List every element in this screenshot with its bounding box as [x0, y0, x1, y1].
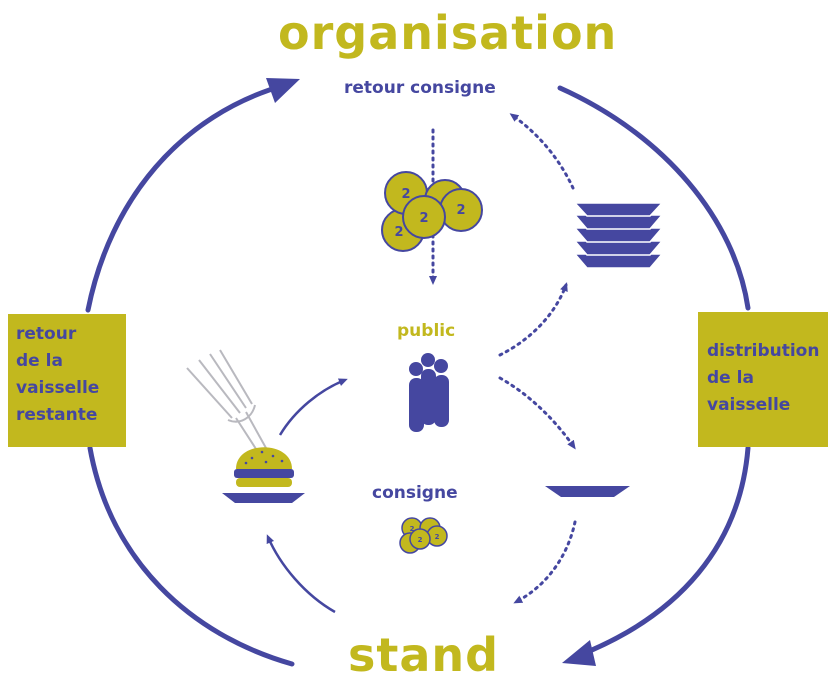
coin-value: 2 — [410, 525, 415, 533]
coin-value: 2 — [418, 536, 423, 544]
arc-bottom-left — [87, 445, 295, 667]
box-distribution-vaisselle — [698, 312, 828, 447]
title-stand: stand — [348, 628, 500, 682]
coin-value: 2 — [456, 203, 465, 218]
label-retour-consigne: retour consigne — [344, 78, 496, 98]
arc-top-left-head — [266, 78, 300, 103]
arrow-stand-to-burger — [266, 534, 336, 614]
box-retour-vaisselle — [8, 314, 126, 447]
arc-bottom-right-head — [562, 640, 596, 666]
inner-arrows — [266, 378, 348, 614]
cycle-arcs — [85, 78, 751, 667]
box-left-line: retour — [16, 324, 77, 344]
arrow-burger-to-public — [278, 378, 348, 436]
box-right-line: distribution — [707, 341, 820, 361]
burger-icon — [222, 447, 305, 503]
label-consigne: consigne — [372, 483, 458, 503]
dotted-public-to-plates — [498, 282, 568, 357]
coin-value: 2 — [394, 225, 403, 240]
coin-value: 2 — [401, 187, 410, 202]
box-right-line: vaisselle — [707, 395, 791, 415]
coins-icon: 2 2 2 2 — [381, 171, 483, 252]
arc-top-left — [85, 82, 288, 313]
box-distribution-vaisselle-text: distribution de la vaisselle — [707, 338, 819, 419]
small-coins-icon: 2 2 2 — [399, 517, 448, 554]
coin-value: 2 — [419, 211, 428, 226]
box-right-line: de la — [707, 368, 754, 388]
dotted-public-to-plate — [498, 376, 576, 450]
arc-bottom-right — [577, 445, 751, 658]
stacked-plates-icon — [573, 202, 664, 269]
arc-top-right — [557, 85, 751, 311]
people-icon — [409, 353, 449, 432]
box-left-line: de la — [16, 351, 63, 371]
box-left-line: restante — [16, 405, 98, 425]
title-organisation: organisation — [278, 6, 618, 60]
plate-icon — [545, 486, 630, 497]
dotted-plate-to-stand — [513, 520, 577, 604]
box-left-line: vaisselle — [16, 378, 100, 398]
label-public: public — [397, 321, 456, 341]
box-retour-vaisselle-text: retour de la vaisselle restante — [16, 321, 99, 429]
dotted-plates-to-retour — [509, 113, 575, 190]
fork-icon — [186, 349, 267, 453]
coin-value: 2 — [435, 533, 440, 541]
